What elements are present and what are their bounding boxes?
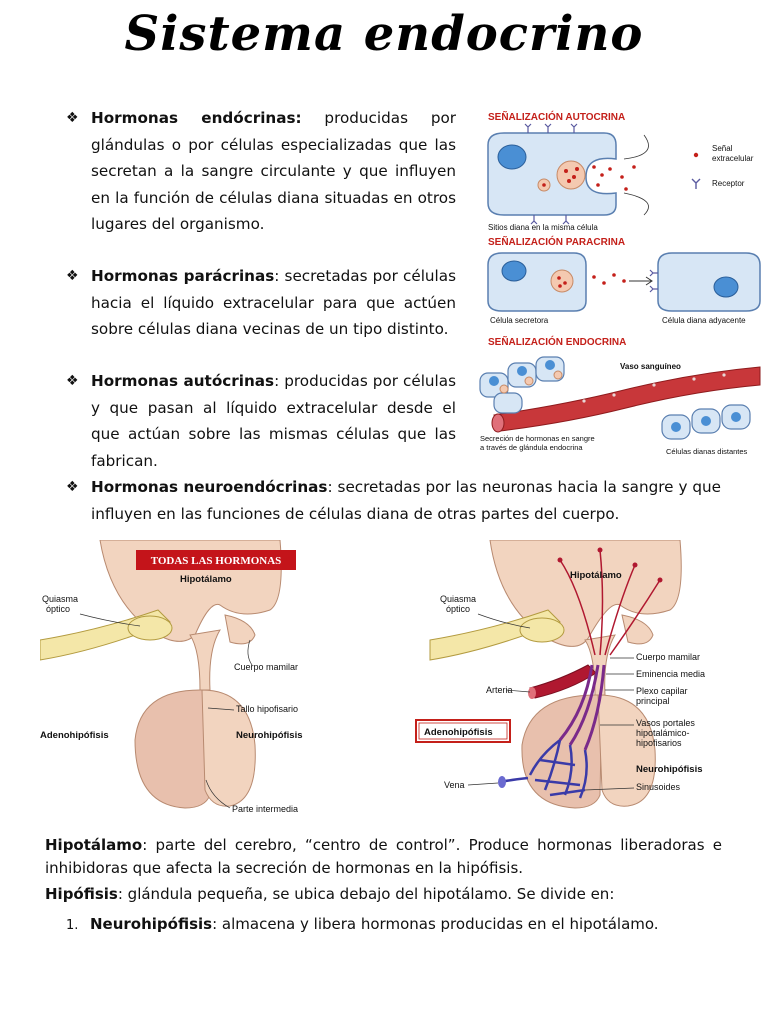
bullet-term: Hormonas endócrinas: <box>91 109 302 127</box>
autocrine-title: SEÑALIZACIÓN AUTOCRINA <box>488 110 625 123</box>
bullet-term: Hormonas autócrinas <box>91 372 275 390</box>
page-title: Sistema endocrino <box>124 6 644 62</box>
neurons <box>559 549 661 656</box>
paracrine-title: SEÑALIZACIÓN PARACRINA <box>488 235 625 248</box>
receptor-legend-icon <box>691 178 701 189</box>
distant-cells: Células dianas distantes <box>666 447 748 455</box>
bullet-autocrine: ❖ Hormonas autócrinas: producidas por cé… <box>66 368 456 474</box>
diamond-bullet-icon: ❖ <box>66 373 79 389</box>
bullet-text: : producidas por células y que pasan al … <box>91 372 457 470</box>
paracrine-left: Célula secretora <box>490 316 549 325</box>
bullet-paracrine: ❖ Hormonas parácrinas: secretadas por cé… <box>66 263 456 343</box>
sinusoids-label: Sinusoides <box>636 782 681 792</box>
nucleus <box>497 144 527 170</box>
neurohypophysis <box>201 689 256 807</box>
arrow-icon <box>629 276 653 286</box>
mammillary-label: Cuerpo mamilar <box>234 662 298 672</box>
legend-receptor: Receptor <box>712 179 745 188</box>
diamond-bullet-icon: ❖ <box>66 110 79 126</box>
vessel-label: Vaso sanguíneo <box>620 362 681 371</box>
list-term: Neurohipófisis <box>90 915 213 933</box>
bullet-term: Hormonas neuroendócrinas <box>91 478 328 496</box>
vein-label: Vena <box>444 780 465 790</box>
pituitary-stalk <box>189 629 221 691</box>
target-cell <box>657 252 761 312</box>
definition-text: : parte del cerebro, “centro de control”… <box>45 836 722 877</box>
neurohypophysis <box>597 694 656 807</box>
paracrine-right: Célula diana adyacente <box>662 316 746 325</box>
list-number: 1. <box>66 918 79 933</box>
list-item: 1. Neurohipófisis: almacena y libera horm… <box>66 913 716 937</box>
definition-term: Hipotálamo <box>45 836 143 854</box>
intermediate-label: Parte intermedia <box>232 804 298 814</box>
blood-vessel <box>493 366 761 432</box>
definition-term: Hipófisis <box>45 885 118 903</box>
adeno-label: Adenohipófisis <box>424 727 493 738</box>
adeno-highlight-box <box>415 719 511 743</box>
bullet-neuroendocrine: ❖ Hormonas neuroendócrinas: secretadas p… <box>66 474 721 527</box>
artery-label: Arteria <box>486 685 513 695</box>
bullet-endocrine: ❖ Hormonas endócrinas: producidas por gl… <box>66 105 456 238</box>
portal-vessels <box>558 664 606 751</box>
hypothalamus-definition: Hipotálamo: parte del cerebro, “centro d… <box>45 834 722 880</box>
endocrine-title: SEÑALIZACIÓN ENDOCRINA <box>488 335 626 348</box>
vesicle <box>556 160 586 190</box>
autocrine-caption: Sitios diana en la misma célula <box>488 223 598 232</box>
list-text: : almacena y libera hormonas producidas … <box>212 915 659 933</box>
bullet-text: : secretadas por las neuronas hacia la s… <box>91 478 721 523</box>
hypothalamus-label: Hipotálamo <box>180 574 232 585</box>
neuro-label: Neurohipófisis <box>236 730 303 741</box>
neuro-label: Neurohipófisis <box>636 764 703 775</box>
hypophysis-definition: Hipófisis: glándula pequeña, se ubica de… <box>45 883 722 906</box>
adenohypophysis <box>134 689 211 809</box>
median-label: Eminencia media <box>636 669 705 679</box>
mammillary-label: Cuerpo mamilar <box>636 652 700 662</box>
banner-all-hormones <box>136 550 296 570</box>
signal-legend-icon <box>693 152 699 158</box>
definition-text: : glándula pequeña, se ubica debajo del … <box>117 885 615 903</box>
diamond-bullet-icon: ❖ <box>66 479 79 495</box>
adenohypophysis <box>521 694 603 809</box>
banner-text: TODAS LAS HORMONAS <box>151 555 282 567</box>
signaling-figure: SEÑALIZACIÓN AUTOCRINA Sitios diana en l… <box>479 110 761 455</box>
hypothalamus-label: Hipotálamo <box>570 570 622 581</box>
diamond-bullet-icon: ❖ <box>66 268 79 284</box>
bullet-text: : secretadas por células hacia el líquid… <box>91 267 456 338</box>
stalk-label: Tallo hipofisario <box>236 704 298 714</box>
bullet-term: Hormonas parácrinas <box>91 267 275 285</box>
bullet-text: producidas por glándulas o por células e… <box>91 109 456 233</box>
adeno-label: Adenohipófisis <box>40 730 109 741</box>
